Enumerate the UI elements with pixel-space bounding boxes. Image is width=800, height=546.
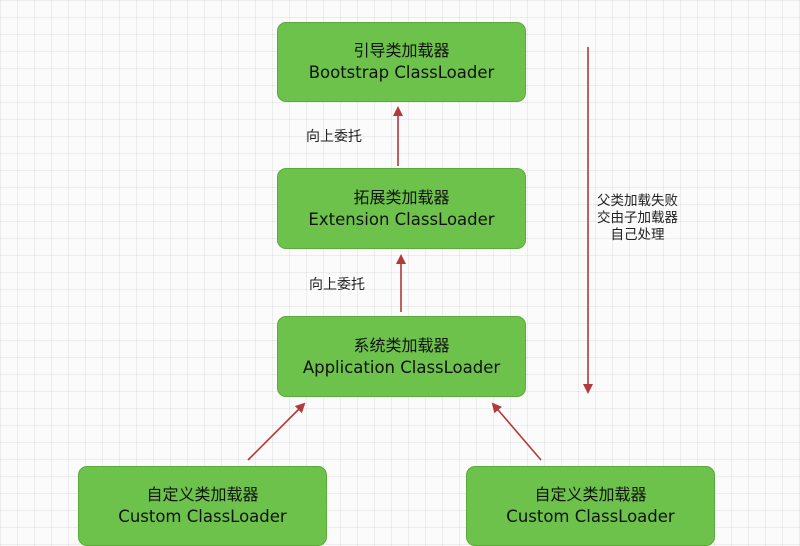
custom-right-node-subtitle: Custom ClassLoader (506, 507, 675, 526)
arrow-custom-left-to-application (247, 402, 306, 461)
extension-node-subtitle: Extension ClassLoader (308, 209, 495, 229)
edge-label-upward-delegation-2: 向上委托 (309, 277, 365, 293)
custom-left-node-subtitle: Custom ClassLoader (118, 507, 287, 526)
custom-left-node-title: 自定义类加载器 (146, 485, 259, 504)
edge-label-upward-delegation-1: 向上委托 (306, 129, 362, 145)
custom-classloader-left-node: 自定义类加载器 Custom ClassLoader (78, 466, 327, 546)
extension-node-title: 拓展类加载器 (353, 187, 450, 207)
application-node-title: 系统类加载器 (353, 335, 450, 355)
custom-right-node-title: 自定义类加载器 (534, 485, 647, 504)
arrow-custom-right-to-application (491, 402, 542, 461)
parent-load-failure-note: 父类加载失败 交由子加载器 自己处理 (597, 193, 678, 244)
application-node-subtitle: Application ClassLoader (302, 357, 501, 377)
side-note-line-1: 父类加载失败 (597, 193, 678, 209)
side-note-line-3: 自己处理 (610, 227, 665, 243)
bootstrap-node-subtitle: Bootstrap ClassLoader (308, 63, 495, 82)
extension-classloader-node: 拓展类加载器 Extension ClassLoader (277, 168, 526, 249)
bootstrap-node-title: 引导类加载器 (353, 41, 450, 60)
custom-classloader-right-node: 自定义类加载器 Custom ClassLoader (466, 466, 715, 546)
diagram-connectors (247, 47, 593, 461)
side-note-line-2: 交由子加载器 (597, 210, 678, 226)
application-classloader-node: 系统类加载器 Application ClassLoader (277, 316, 526, 397)
bootstrap-classloader-node: 引导类加载器 Bootstrap ClassLoader (277, 22, 526, 102)
